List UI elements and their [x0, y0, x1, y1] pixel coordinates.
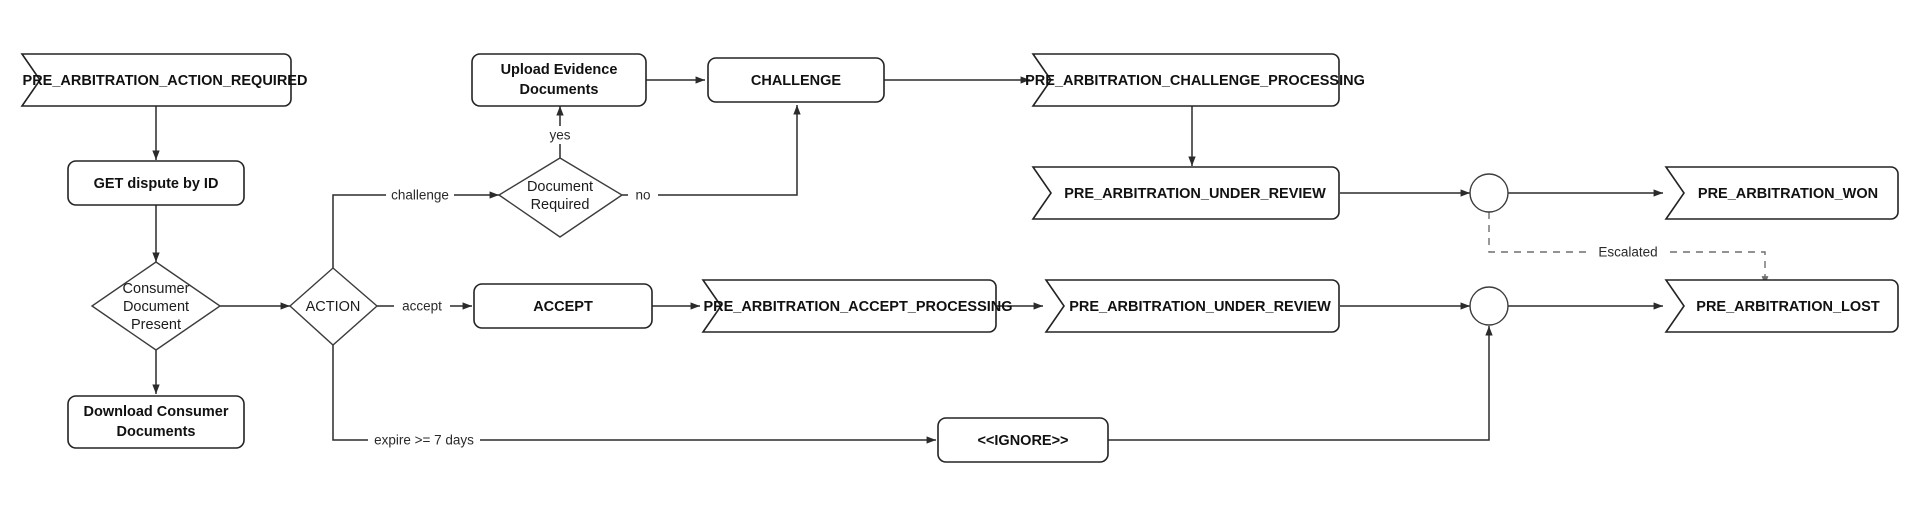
node-label-line1: Upload Evidence: [501, 62, 618, 78]
node-action[interactable]: ACTION: [288, 267, 379, 346]
node-label: CHALLENGE: [751, 73, 842, 89]
edge-label-expire: expire >= 7 days: [368, 431, 480, 449]
node-pre-arbitration-under-review-bottom[interactable]: PRE_ARBITRATION_UNDER_REVIEW: [1044, 279, 1340, 333]
node-label-line1: Download Consumer: [83, 404, 228, 420]
edge-label-no: no: [628, 186, 658, 204]
node-get-dispute-by-id[interactable]: GET dispute by ID: [67, 160, 245, 206]
edge-label-accept: accept: [394, 297, 450, 315]
node-label: GET dispute by ID: [94, 176, 219, 192]
edge-label-challenge: challenge: [386, 186, 454, 204]
edge-label-text: accept: [402, 299, 442, 314]
edge-label-text: Escalated: [1598, 245, 1657, 260]
node-pre-arbitration-accept-processing[interactable]: PRE_ARBITRATION_ACCEPT_PROCESSING: [701, 279, 1013, 333]
node-pre-arbitration-won[interactable]: PRE_ARBITRATION_WON: [1664, 166, 1899, 220]
node-challenge[interactable]: CHALLENGE: [707, 57, 885, 103]
node-pre-arbitration-lost[interactable]: PRE_ARBITRATION_LOST: [1664, 279, 1899, 333]
node-label: PRE_ARBITRATION_CHALLENGE_PROCESSING: [1025, 73, 1365, 89]
node-label: ACTION: [306, 299, 361, 315]
node-label: PRE_ARBITRATION_LOST: [1696, 299, 1880, 315]
edge-label-text: expire >= 7 days: [374, 433, 474, 448]
edge-label-yes: yes: [542, 126, 578, 144]
node-label: PRE_ARBITRATION_UNDER_REVIEW: [1069, 299, 1331, 315]
node-pre-arbitration-under-review-top[interactable]: PRE_ARBITRATION_UNDER_REVIEW: [1031, 166, 1340, 220]
node-label: PRE_ARBITRATION_ACCEPT_PROCESSING: [703, 299, 1012, 315]
junction-node-bottom: [1469, 286, 1509, 326]
node-label-line2: Documents: [520, 82, 599, 98]
node-ignore[interactable]: <<IGNORE>>: [937, 417, 1109, 463]
junction-node-top: [1469, 173, 1509, 213]
node-label: ACCEPT: [533, 299, 593, 315]
node-label: PRE_ARBITRATION_ACTION_REQUIRED: [23, 73, 308, 89]
edge-action-challenge-to-document-required: [332, 191, 499, 268]
edge-ignore-to-junction-bottom: [1107, 326, 1493, 441]
node-pre-arbitration-action-required[interactable]: PRE_ARBITRATION_ACTION_REQUIRED: [20, 53, 308, 107]
node-label-line2: Document: [123, 299, 189, 315]
edge-label-escalated: Escalated: [1589, 243, 1667, 261]
node-pre-arbitration-challenge-processing[interactable]: PRE_ARBITRATION_CHALLENGE_PROCESSING: [1025, 53, 1365, 107]
edge-label-text: challenge: [391, 188, 449, 203]
node-label-line2: Required: [531, 197, 590, 213]
node-consumer-document-present[interactable]: Consumer Document Present: [90, 261, 222, 351]
node-label: PRE_ARBITRATION_WON: [1698, 186, 1878, 202]
node-download-consumer-documents[interactable]: Download Consumer Documents: [67, 395, 245, 449]
node-label: PRE_ARBITRATION_UNDER_REVIEW: [1064, 186, 1326, 202]
edge-escalated-dashed: [1488, 212, 1769, 285]
node-document-required[interactable]: Document Required: [497, 157, 624, 238]
edge-document-required-no-to-challenge: [622, 105, 801, 196]
node-label-line2: Documents: [117, 424, 196, 440]
edge-action-expire-to-ignore: [332, 345, 936, 444]
node-label-line1: Consumer: [123, 281, 190, 297]
node-label-line1: Document: [527, 179, 593, 195]
edge-label-text: yes: [549, 128, 570, 143]
node-accept[interactable]: ACCEPT: [473, 283, 653, 329]
node-label-line3: Present: [131, 317, 181, 333]
node-label: <<IGNORE>>: [977, 433, 1068, 449]
edge-label-text: no: [635, 188, 650, 203]
node-upload-evidence-documents[interactable]: Upload Evidence Documents: [471, 53, 647, 107]
